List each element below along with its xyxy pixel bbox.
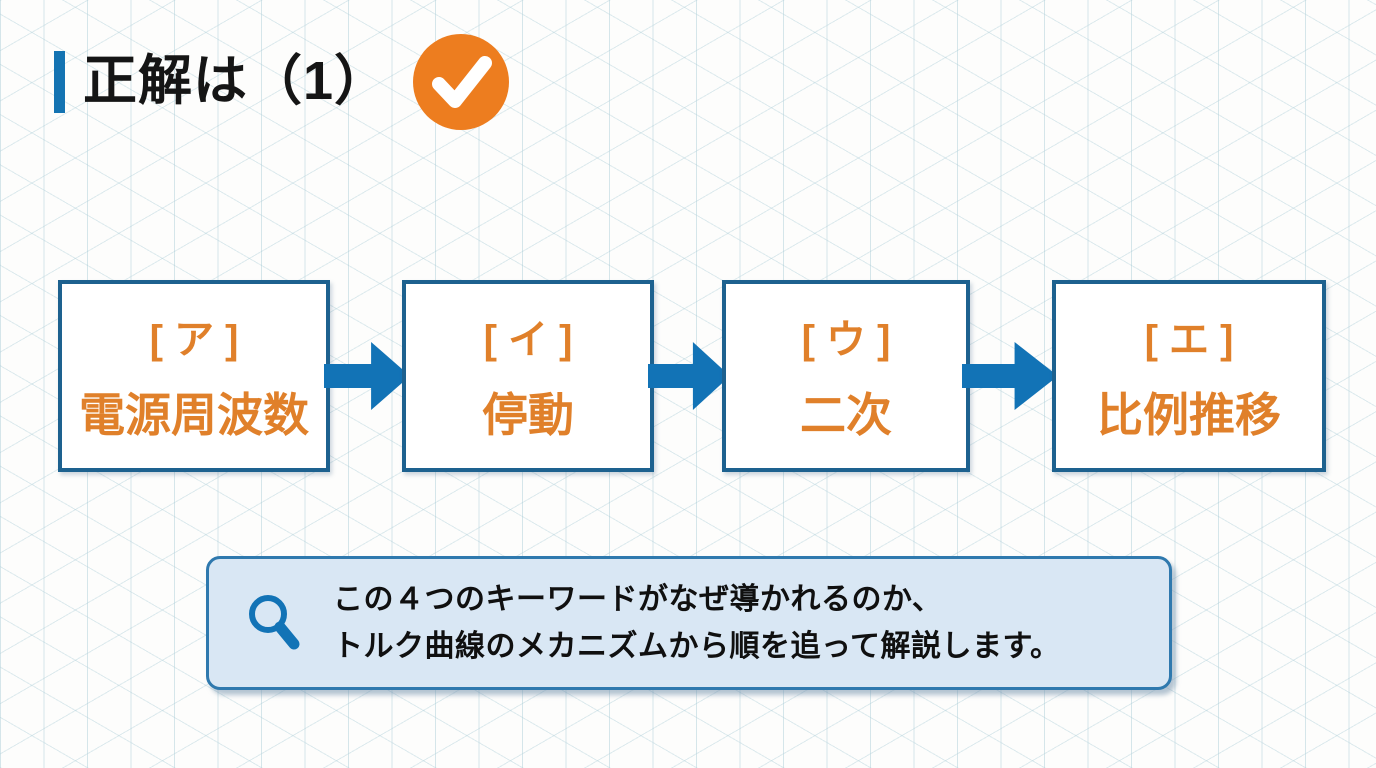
right-arrow-icon bbox=[324, 340, 410, 412]
flow-box-e-keyword: 比例推移 bbox=[1097, 388, 1281, 441]
note-box: この４つのキーワードがなぜ導かれるのか、 トルク曲線のメカニズムから順を追って解… bbox=[206, 556, 1172, 690]
flow-box-i-keyword: 停動 bbox=[482, 388, 574, 441]
flow-box-u-label: [ ウ ] bbox=[801, 318, 891, 363]
page-title: 正解は（1） bbox=[83, 51, 390, 112]
right-arrow-icon bbox=[962, 340, 1058, 412]
flow-box-i-label: [ イ ] bbox=[483, 318, 573, 363]
note-line-1: この４つのキーワードがなぜ導かれるのか、 bbox=[333, 583, 943, 616]
check-circle-icon bbox=[413, 34, 510, 130]
note-line-2: トルク曲線のメカニズムから順を追って解説します。 bbox=[333, 630, 1061, 663]
flow-box-a-keyword: 電源周波数 bbox=[79, 388, 309, 441]
flow-box-e-label: [ エ ] bbox=[1144, 318, 1234, 363]
magnifier-icon bbox=[249, 595, 300, 650]
right-arrow-icon bbox=[648, 340, 730, 412]
note-text: この４つのキーワードがなぜ導かれるのか、 トルク曲線のメカニズムから順を追って解… bbox=[333, 576, 1061, 670]
header: 正解は（1） bbox=[54, 32, 511, 132]
flow-box-i: [ イ ] 停動 bbox=[402, 280, 654, 472]
flow-box-a: [ ア ] 電源周波数 bbox=[58, 280, 330, 472]
flow-box-u-keyword: 二次 bbox=[800, 388, 892, 441]
flow-box-u: [ ウ ] 二次 bbox=[722, 280, 970, 472]
flow-box-e: [ エ ] 比例推移 bbox=[1052, 280, 1326, 472]
flow-box-a-label: [ ア ] bbox=[149, 318, 239, 363]
title-accent-bar bbox=[54, 51, 65, 113]
